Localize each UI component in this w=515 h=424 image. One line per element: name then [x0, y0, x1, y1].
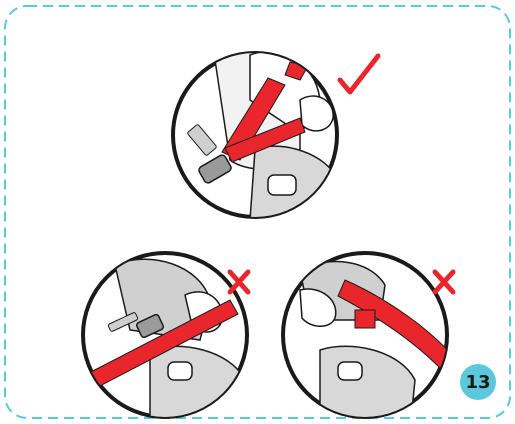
belt-guide [268, 175, 296, 195]
panel-incorrect-left [83, 253, 248, 424]
strap-fold [355, 310, 375, 328]
page-number-badge: 13 [460, 364, 496, 400]
checkmark-icon [340, 56, 378, 92]
panel-incorrect-right [283, 253, 453, 424]
cross-icon [435, 272, 453, 292]
panel-correct [173, 51, 378, 220]
belt-guide [338, 362, 362, 380]
cross-icon [230, 272, 248, 292]
belt-guide [168, 362, 192, 380]
